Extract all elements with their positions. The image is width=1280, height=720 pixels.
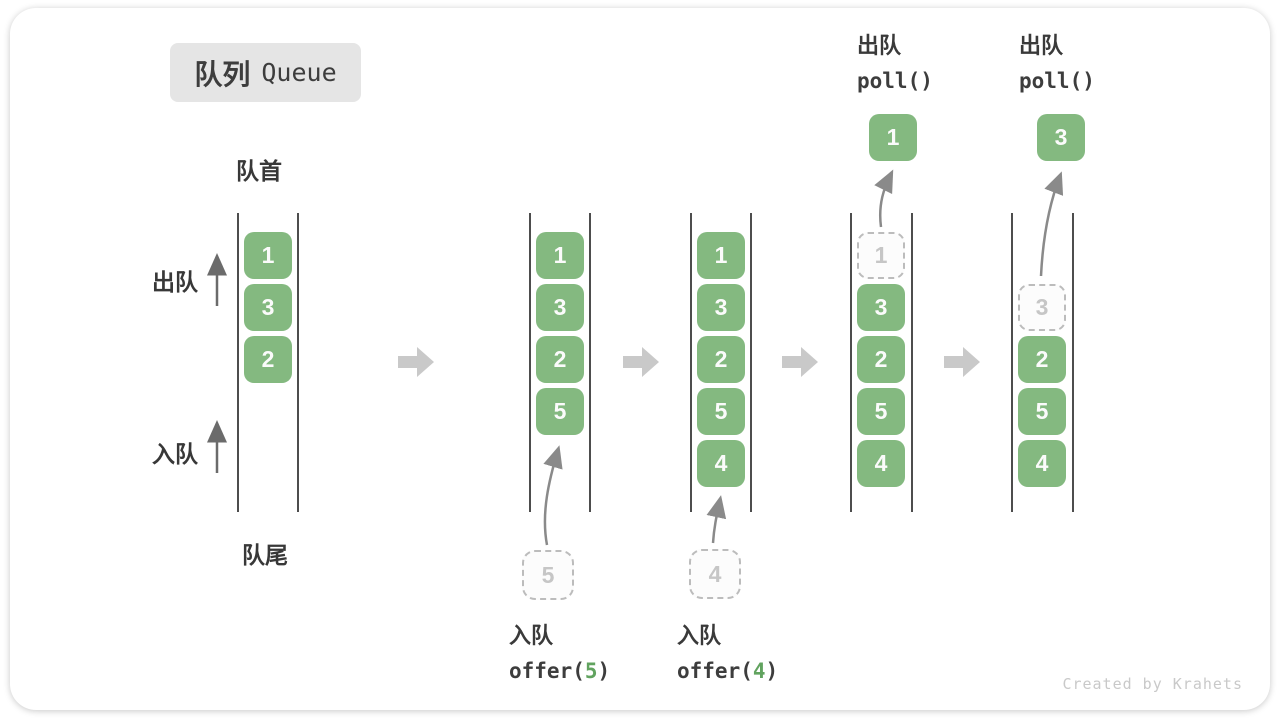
dequeued-item: 3 bbox=[1037, 114, 1085, 161]
code-post: ) bbox=[597, 659, 611, 683]
dequeue-code: poll() bbox=[857, 69, 933, 93]
dequeue-annotation: 出队 poll() bbox=[1019, 28, 1095, 93]
label-enqueue-direction: 入队 bbox=[152, 441, 198, 467]
queue-item: 2 bbox=[244, 336, 292, 383]
enqueue-label: 入队 bbox=[677, 623, 722, 648]
enqueue-label: 入队 bbox=[509, 623, 554, 648]
queue-wall-line bbox=[750, 213, 752, 512]
code-pre: offer( bbox=[677, 659, 753, 683]
queue-item: 5 bbox=[536, 388, 584, 435]
queue-item: 4 bbox=[697, 440, 745, 487]
dequeue-annotation: 出队 poll() bbox=[857, 28, 933, 93]
code-arg: 4 bbox=[752, 659, 766, 683]
code-post: ) bbox=[765, 659, 779, 683]
label-queue-rear: 队尾 bbox=[242, 542, 288, 568]
dequeue-label: 出队 bbox=[1019, 33, 1064, 58]
watermark: Created by Krahets bbox=[1062, 675, 1243, 693]
code-arg: 5 bbox=[584, 659, 598, 683]
queue-item: 5 bbox=[857, 388, 905, 435]
enqueue-code: offer(4) bbox=[677, 659, 778, 683]
queue-item: 2 bbox=[697, 336, 745, 383]
queue-wall-line bbox=[1011, 213, 1013, 512]
queue-item: 1 bbox=[536, 232, 584, 279]
queue-item-ghost: 1 bbox=[857, 232, 905, 279]
queue-wall-line bbox=[690, 213, 692, 512]
label-dequeue-direction: 出队 bbox=[152, 269, 198, 295]
diagram-card bbox=[10, 8, 1270, 710]
queue-item: 4 bbox=[857, 440, 905, 487]
queue-item: 2 bbox=[1018, 336, 1066, 383]
queue-item: 2 bbox=[536, 336, 584, 383]
code-pre: offer( bbox=[509, 659, 585, 683]
title-zh: 队列 bbox=[194, 58, 251, 90]
queue-item: 5 bbox=[1018, 388, 1066, 435]
staged-item: 5 bbox=[522, 550, 574, 600]
queue-item-ghost: 3 bbox=[1018, 284, 1066, 331]
enqueue-annotation: 入队 offer(5) bbox=[509, 618, 610, 683]
enqueue-annotation: 入队 offer(4) bbox=[677, 618, 778, 683]
queue-wall-line bbox=[1072, 213, 1074, 512]
dequeue-label: 出队 bbox=[857, 33, 902, 58]
queue-wall-line bbox=[237, 213, 239, 512]
label-queue-front: 队首 bbox=[236, 158, 282, 184]
queue-item: 2 bbox=[857, 336, 905, 383]
queue-item: 5 bbox=[697, 388, 745, 435]
queue-wall-line bbox=[529, 213, 531, 512]
queue-wall-line bbox=[297, 213, 299, 512]
enqueue-code: offer(5) bbox=[509, 659, 610, 683]
queue-wall-line bbox=[589, 213, 591, 512]
queue-item: 1 bbox=[697, 232, 745, 279]
staged-item: 4 bbox=[689, 549, 741, 599]
queue-item: 3 bbox=[857, 284, 905, 331]
queue-item: 3 bbox=[244, 284, 292, 331]
title-en: Queue bbox=[261, 58, 337, 87]
dequeue-code: poll() bbox=[1019, 69, 1095, 93]
queue-item: 1 bbox=[244, 232, 292, 279]
queue-wall-line bbox=[911, 213, 913, 512]
title-badge: 队列 Queue bbox=[170, 43, 361, 102]
dequeued-item: 1 bbox=[869, 114, 917, 161]
queue-wall-line bbox=[850, 213, 852, 512]
queue-item: 3 bbox=[697, 284, 745, 331]
queue-item: 3 bbox=[536, 284, 584, 331]
queue-item: 4 bbox=[1018, 440, 1066, 487]
